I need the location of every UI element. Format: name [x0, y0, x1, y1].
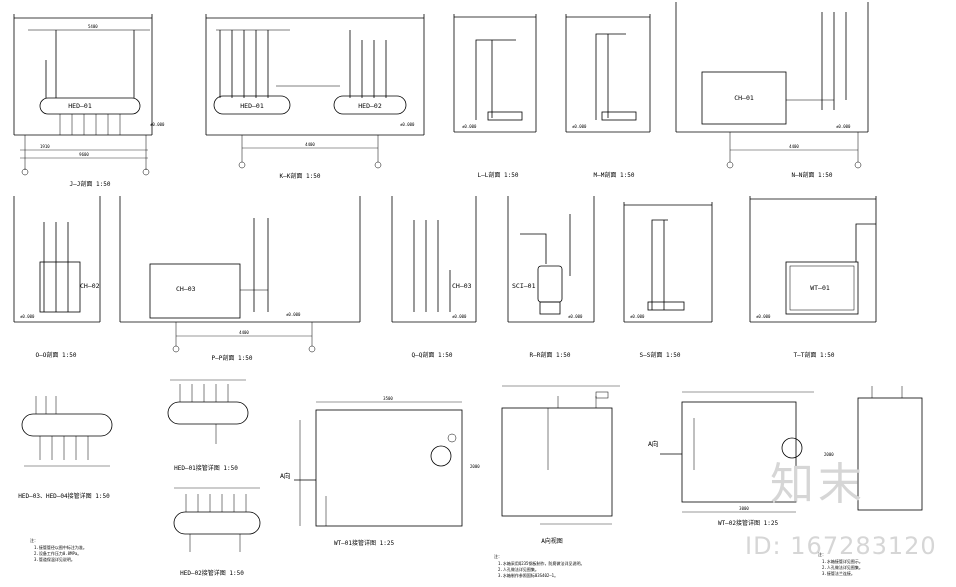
detail-wt02: 3000 2000 A向 WT—02接管详图 1:25 — [648, 386, 923, 527]
detail-caption: WT—01接管详图 1:25 — [334, 539, 395, 547]
detail-hed02: HED—02接管详图 1:50 — [173, 487, 261, 577]
equip-label: CH—03 — [176, 285, 196, 293]
section-o: CH—02 ±0.000 O—O剖面 1:50 — [13, 196, 101, 359]
dim-text: 3000 — [739, 506, 749, 511]
view-label: A向 — [280, 471, 290, 480]
note-line: 3.水箱制作参照国标03S402—1。 — [498, 572, 558, 578]
dim-text: 3500 — [383, 396, 393, 401]
note-line: 1.水箱采用Q235钢板制作，防腐做法详见说明。 — [498, 560, 584, 566]
section-s: ±0.000 S—S剖面 1:50 — [623, 202, 713, 359]
section-caption: P—P剖面 1:50 — [212, 354, 253, 362]
level-mark: ±0.000 — [836, 124, 851, 129]
level-mark: ±0.000 — [462, 124, 477, 129]
equip-label: WT—01 — [810, 284, 830, 292]
detail-caption: HED—03、HED—04接管详图 1:50 — [18, 492, 110, 500]
section-l: ±0.000 L—L剖面 1:50 — [453, 14, 537, 179]
note-line: 2.人孔做法详见图集。 — [498, 566, 539, 572]
section-j: HED—01 5400 1910 9600 ±0.000 J—J剖面 1:50 — [13, 14, 165, 188]
note-line: 2.人孔做法详见图集。 — [822, 564, 863, 570]
section-m: ±0.000 M—M剖面 1:50 — [565, 14, 651, 179]
level-mark: ±0.000 — [756, 314, 771, 319]
section-caption: N—N剖面 1:50 — [792, 171, 833, 179]
dim-text: 4400 — [789, 144, 799, 149]
dim-text: 2000 — [824, 452, 834, 457]
detail-hed01: HED—01接管详图 1:50 — [167, 379, 249, 472]
section-caption: K—K剖面 1:50 — [280, 172, 321, 180]
level-mark: ±0.000 — [572, 124, 587, 129]
note-head: 注： — [818, 551, 826, 557]
detail-caption: A向视图 — [541, 537, 563, 545]
level-mark: ±0.000 — [20, 314, 35, 319]
dim-text: 2000 — [470, 464, 480, 469]
note-head: 注： — [30, 537, 38, 543]
detail-wt01: 3500 2000 A向 WT—01接管详图 1:25 — [280, 396, 480, 547]
note-line: 3.管道保温详见说明。 — [34, 556, 75, 562]
section-q: CH—03 ±0.000 Q—Q剖面 1:50 — [391, 196, 477, 359]
equip-label: CH—01 — [734, 94, 754, 102]
equip-label: HED—01 — [240, 102, 264, 110]
equip-label: HED—02 — [358, 102, 382, 110]
detail-a-view: A向视图 — [501, 385, 620, 545]
level-mark: ±0.000 — [150, 122, 165, 127]
watermark-logo: 知末 — [770, 459, 866, 510]
dim-text: 9600 — [79, 152, 89, 157]
equip-label: HED—01 — [68, 102, 92, 110]
section-k: HED—01 HED—02 4400 ±0.000 K—K剖面 1:50 — [205, 14, 425, 180]
detail-caption: WT—02接管详图 1:25 — [718, 519, 779, 527]
notes-1: 注： 1.接管管径以图中标注为准。 2.设备工作压力0.8MPa。 3.管道保温… — [30, 537, 87, 562]
detail-caption: HED—01接管详图 1:50 — [174, 464, 238, 472]
level-mark: ±0.000 — [568, 314, 583, 319]
section-r: SCI—01 ±0.000 R—R剖面 1:50 — [507, 196, 595, 359]
section-t: WT—01 ±0.000 T—T剖面 1:50 — [749, 196, 877, 359]
dim-text: 1910 — [40, 144, 50, 149]
equip-label: SCI—01 — [512, 282, 536, 290]
section-caption: M—M剖面 1:50 — [594, 171, 635, 179]
dim-text: 4400 — [305, 142, 315, 147]
level-mark: ±0.000 — [630, 314, 645, 319]
note-head: 注： — [494, 553, 502, 559]
note-line: 2.设备工作压力0.8MPa。 — [34, 550, 81, 556]
section-caption: T—T剖面 1:50 — [794, 351, 835, 359]
dim-text: 4400 — [239, 330, 249, 335]
section-caption: Q—Q剖面 1:50 — [412, 351, 453, 359]
section-caption: O—O剖面 1:50 — [36, 351, 77, 359]
section-p: CH—03 4400 ±0.000 P—P剖面 1:50 — [119, 196, 361, 362]
equip-label: CH—02 — [80, 282, 100, 290]
section-caption: R—R剖面 1:50 — [530, 351, 571, 359]
section-caption: J—J剖面 1:50 — [70, 180, 111, 188]
view-label: A向 — [648, 439, 658, 448]
level-mark: ±0.000 — [400, 122, 415, 127]
watermark-id: ID: 167283120 — [745, 532, 937, 560]
note-line: 1.接管管径以图中标注为准。 — [34, 544, 87, 550]
equip-label: CH—03 — [452, 282, 472, 290]
note-line: 3.接管法兰连接。 — [822, 570, 855, 576]
dim-text: 5400 — [88, 24, 98, 29]
detail-caption: HED—02接管详图 1:50 — [180, 569, 244, 577]
section-caption: S—S剖面 1:50 — [640, 351, 681, 359]
detail-hed03: HED—03、HED—04接管详图 1:50 — [18, 396, 113, 500]
notes-2: 注： 1.水箱采用Q235钢板制作，防腐做法详见说明。 2.人孔做法详见图集。 … — [494, 553, 584, 578]
notes-3: 注： 1.水箱接管详见图示。 2.人孔做法详见图集。 3.接管法兰连接。 — [818, 551, 863, 576]
section-n: CH—01 4400 ±0.000 N—N剖面 1:50 — [675, 2, 869, 179]
level-mark: ±0.000 — [452, 314, 467, 319]
note-line: 1.水箱接管详见图示。 — [822, 558, 863, 564]
level-mark: ±0.000 — [286, 312, 301, 317]
section-caption: L—L剖面 1:50 — [478, 171, 519, 179]
